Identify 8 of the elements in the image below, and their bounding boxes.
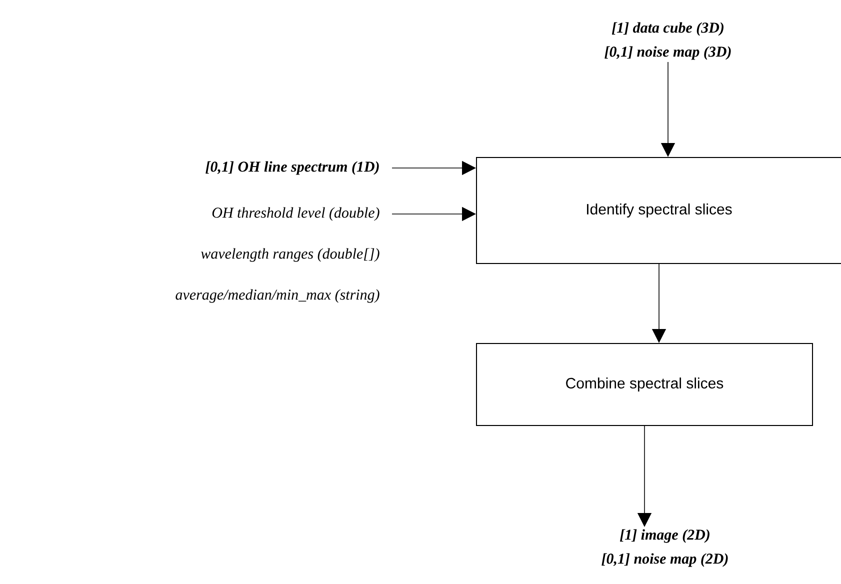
process-box: Combine spectral slices <box>476 343 813 426</box>
parameter-text: wavelength ranges (double[]) <box>201 248 380 262</box>
input-text: [1] data cube (3D) [0,1] noise map (3D) <box>604 22 731 60</box>
parameter-text: OH threshold level (double) <box>212 207 380 221</box>
output-text: [1] image (2D) [0,1] noise map (2D) <box>602 529 728 567</box>
parameter-text: [0,1] OH line spectrum (1D) <box>206 161 379 175</box>
parameter-text: average/median/min_max (string) <box>176 289 380 303</box>
process-box: Identify spectral slices <box>476 157 841 264</box>
